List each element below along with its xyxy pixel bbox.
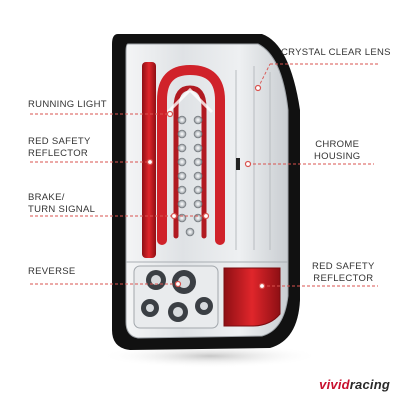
logo-part-vivid: vivid bbox=[319, 377, 350, 392]
callout-dots bbox=[146, 84, 266, 290]
logo-part-racing: racing bbox=[349, 377, 390, 392]
label-running-light: RUNNING LIGHT bbox=[28, 99, 107, 110]
dot-reverse bbox=[174, 280, 182, 288]
label-chrome-housing: CHROME HOUSING bbox=[314, 139, 360, 163]
dot-running-light bbox=[166, 110, 174, 118]
dot-brake-turn-2 bbox=[202, 212, 210, 220]
dot-red-safety-reflector-right bbox=[258, 282, 266, 290]
label-reverse: REVERSE bbox=[28, 266, 76, 277]
dot-red-safety-reflector-left bbox=[146, 158, 154, 166]
brand-logo: vividracing bbox=[319, 377, 390, 392]
dot-crystal-clear-lens bbox=[254, 84, 262, 92]
label-brake-turn-line2: TURN SIGNAL bbox=[28, 204, 96, 215]
label-brake-turn-line1: BRAKE/ bbox=[28, 192, 65, 203]
label-red-safety-reflector-right-line2: REFLECTOR bbox=[313, 273, 374, 284]
callout-lines bbox=[30, 63, 378, 287]
reverse-light-cluster bbox=[133, 265, 219, 329]
housing-tab bbox=[236, 158, 240, 170]
label-red-safety-reflector-left: RED SAFETY REFLECTOR bbox=[28, 136, 91, 160]
label-red-safety-reflector-left-line1: RED SAFETY bbox=[28, 136, 91, 147]
floor-shadow bbox=[100, 344, 320, 368]
dot-chrome-housing bbox=[244, 160, 252, 168]
label-red-safety-reflector-left-line2: REFLECTOR bbox=[28, 148, 89, 159]
label-chrome-housing-line1: CHROME bbox=[315, 139, 360, 150]
label-crystal-clear-lens: CRYSTAL CLEAR LENS bbox=[281, 47, 391, 58]
running-light-bar bbox=[157, 64, 225, 245]
led-cluster bbox=[177, 115, 203, 237]
dot-brake-turn-1 bbox=[170, 212, 178, 220]
label-red-safety-reflector-right: RED SAFETY REFLECTOR bbox=[312, 261, 375, 285]
lower-red-reflector bbox=[223, 267, 281, 327]
chevron-trim bbox=[166, 87, 214, 114]
label-chrome-housing-line2: HOUSING bbox=[314, 151, 361, 162]
label-red-safety-reflector-right-line1: RED SAFETY bbox=[312, 261, 375, 272]
label-brake-turn-signal: BRAKE/ TURN SIGNAL bbox=[28, 192, 95, 216]
